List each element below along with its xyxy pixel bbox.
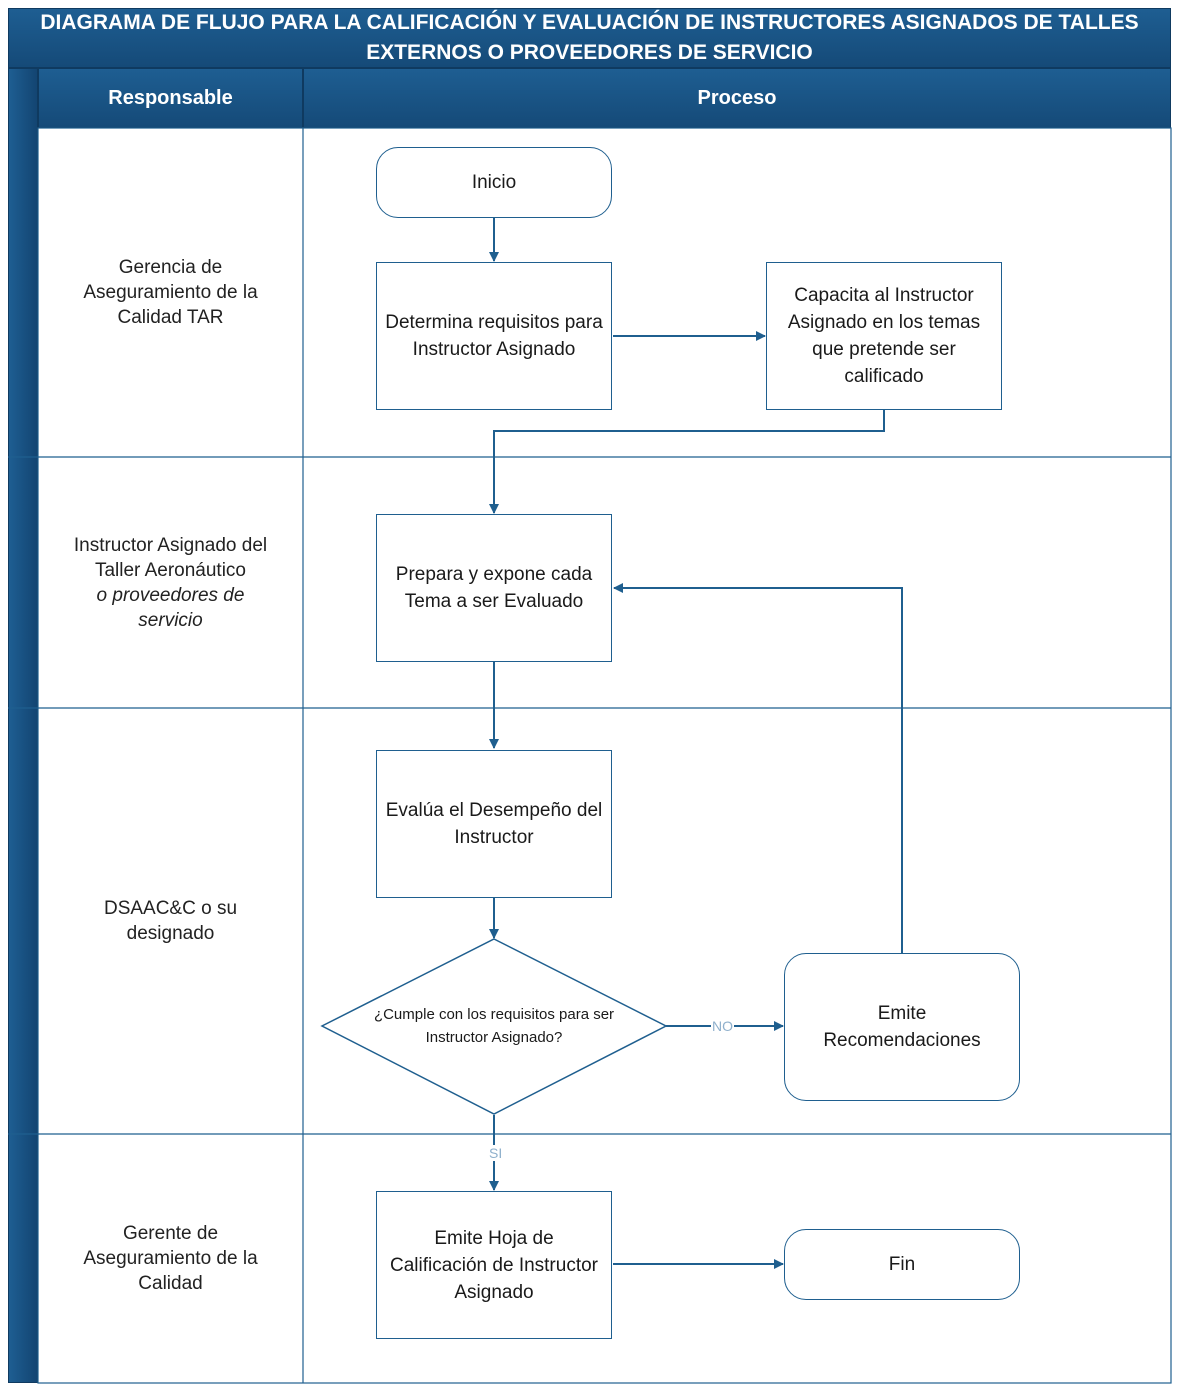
end-node-label: Fin (888, 1254, 916, 1275)
decision-label: ¿Cumple con los requisitos para ser Inst… (373, 1006, 615, 1046)
decision-diamond-shape (320, 938, 668, 1115)
lane-label-text: Gerencia de Aseguramiento de la Calidad … (83, 257, 258, 328)
recommendations-node: Emite Recomendaciones (784, 953, 1020, 1101)
determine-requirements-label: Determina requisitos para Instructor Asi… (385, 312, 603, 360)
lane-label-dsaac: DSAAC&C o su designado (38, 708, 303, 1134)
lane-label-instructor: Instructor Asignado del Taller Aeronáuti… (38, 457, 303, 708)
train-instructor-box: Capacita al Instructor Asignado en los t… (766, 262, 1002, 410)
end-node: Fin (784, 1229, 1020, 1300)
train-instructor-label: Capacita al Instructor Asignado en los t… (787, 285, 981, 387)
determine-requirements-box: Determina requisitos para Instructor Asi… (376, 262, 612, 410)
lane-label-text: Gerente de Aseguramiento de la Calidad (83, 1223, 258, 1294)
evaluate-performance-box: Evalúa el Desempeño del Instructor (376, 750, 612, 898)
prepare-topic-box: Prepara y expone cada Tema a ser Evaluad… (376, 514, 612, 662)
recommendations-label: Emite Recomendaciones (823, 1003, 981, 1051)
edge-train-to-prepare (489, 410, 885, 514)
diagram-title: DIAGRAMA DE FLUJO PARA LA CALIFICACIÓN Y… (8, 8, 1171, 68)
lane-label-gerencia: Gerencia de Aseguramiento de la Calidad … (38, 128, 303, 457)
edge-label-no: NO (711, 1018, 734, 1034)
lane-label-text: DSAAC&C o su designado (103, 898, 238, 944)
edge-label-yes: SI (488, 1145, 504, 1161)
start-node-label: Inicio (471, 172, 517, 193)
lane-label-italic: o proveedores de servicio (96, 584, 245, 631)
issue-sheet-box: Emite Hoja de Calificación de Instructor… (376, 1191, 612, 1339)
evaluate-performance-label: Evalúa el Desempeño del Instructor (385, 800, 603, 848)
lane-label-gerente: Gerente de Aseguramiento de la Calidad (38, 1134, 303, 1383)
column-header-responsible: Responsable (38, 68, 303, 128)
decision-node: ¿Cumple con los requisitos para ser Inst… (352, 996, 636, 1056)
start-node: Inicio (376, 147, 612, 218)
prepare-topic-label: Prepara y expone cada Tema a ser Evaluad… (395, 564, 593, 612)
lane-label-text: Instructor Asignado del Taller Aeronáuti… (73, 534, 268, 581)
issue-sheet-label: Emite Hoja de Calificación de Instructor… (389, 1227, 599, 1303)
edge-recommend-to-prepare (613, 583, 903, 953)
